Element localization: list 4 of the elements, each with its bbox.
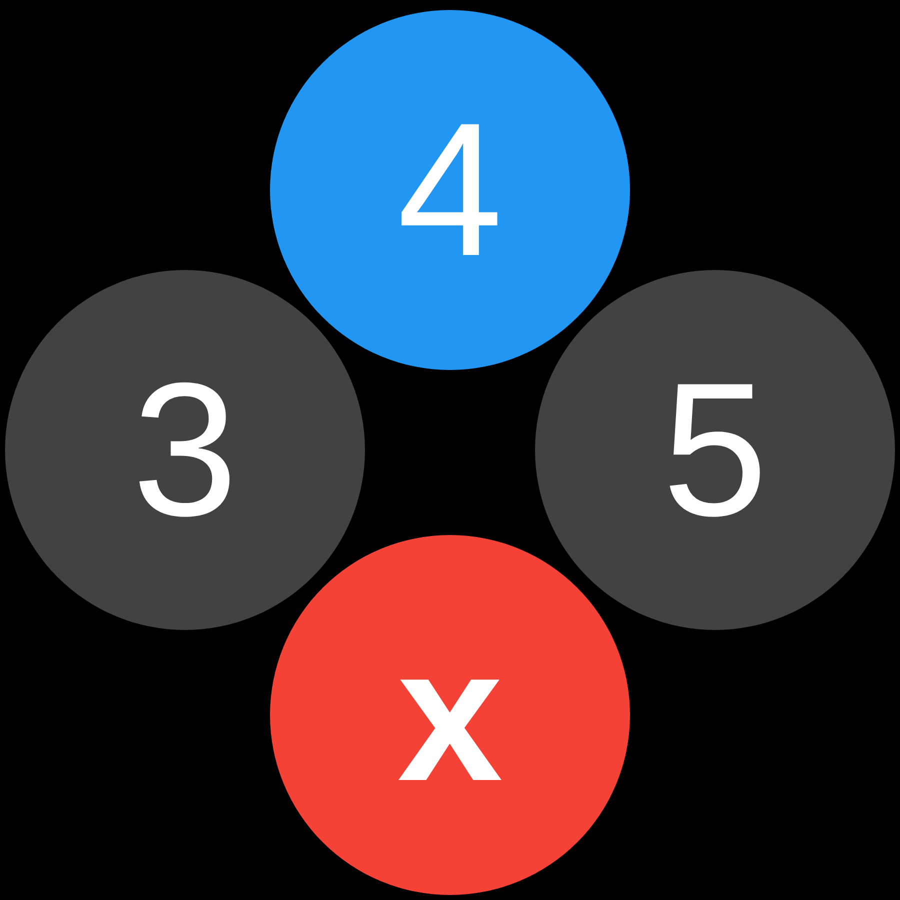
number-button: 5 bbox=[535, 270, 895, 630]
number-button: 3 bbox=[5, 270, 365, 630]
number-button: x bbox=[270, 535, 630, 895]
number-button: 4 bbox=[270, 10, 630, 370]
